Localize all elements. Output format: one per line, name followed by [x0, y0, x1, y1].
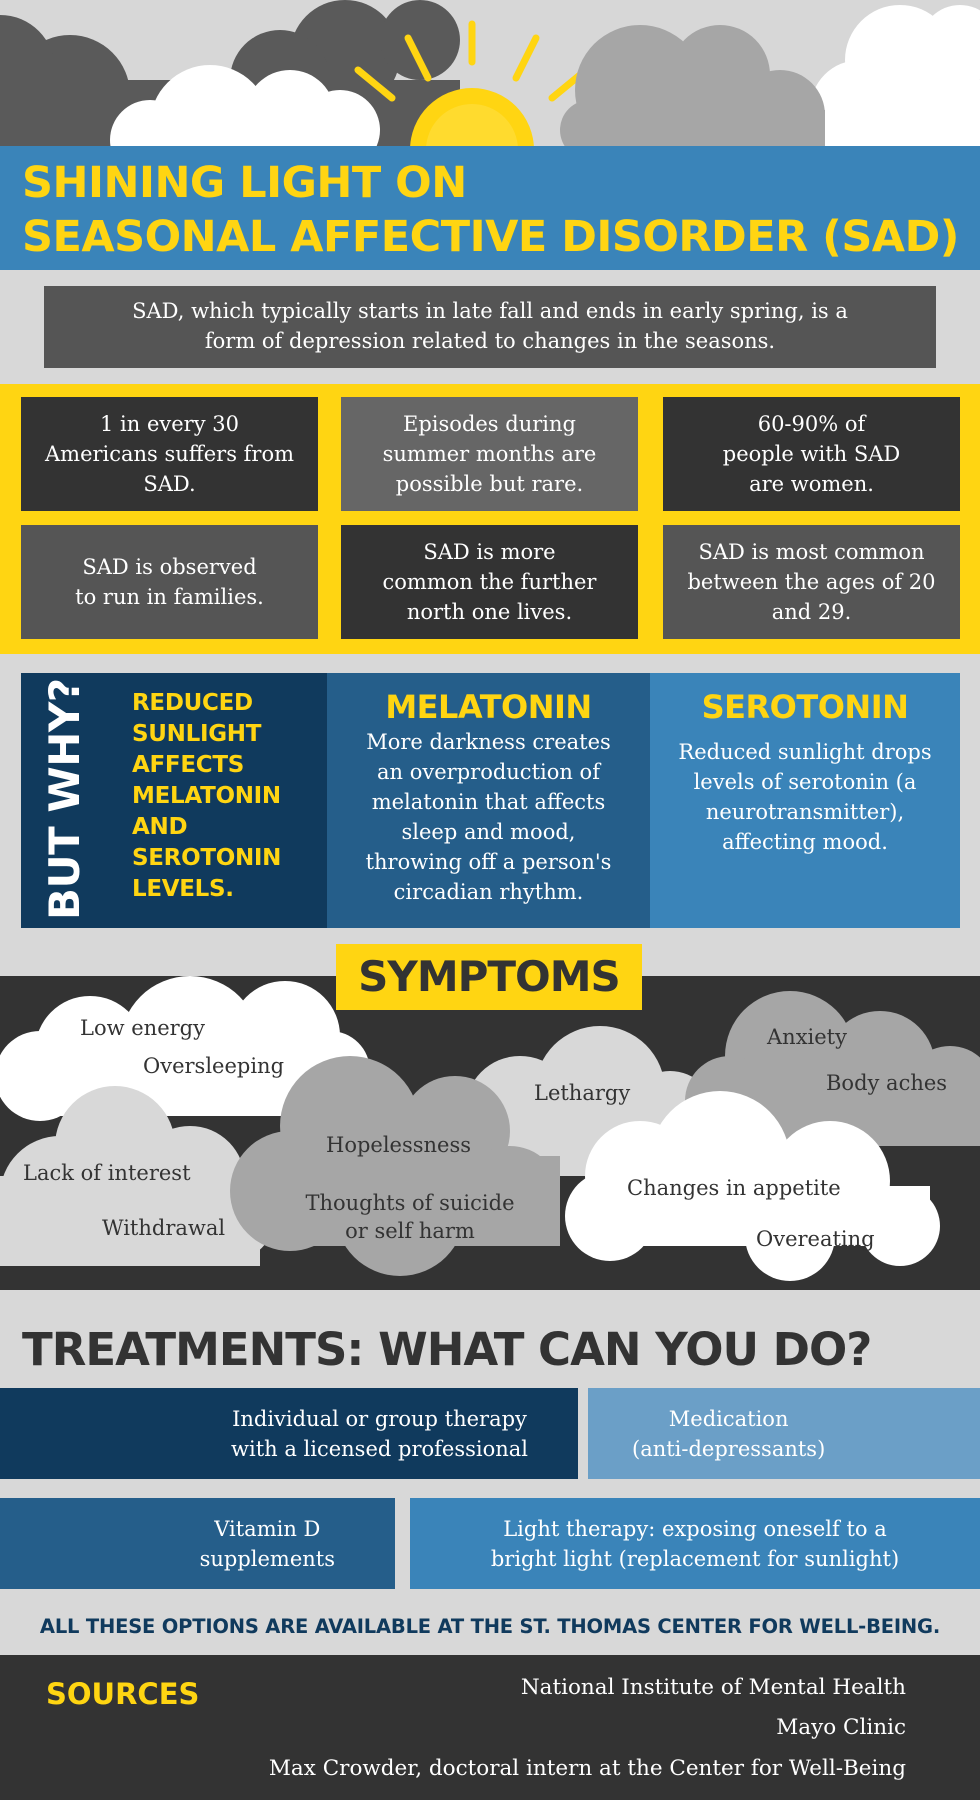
- page-title-line-1: SHINING LIGHT ON: [22, 158, 467, 208]
- intro-line: form of depression related to changes in…: [204, 329, 776, 353]
- treatment-line: bright light (replacement for sunlight): [490, 1546, 900, 1571]
- fact-line: common the further: [382, 570, 597, 594]
- symptom-anxiety: Anxiety: [767, 1025, 847, 1049]
- treatment-therapy: Individual or group therapy with a licen…: [0, 1388, 578, 1479]
- why-summary-line: AND: [132, 814, 188, 840]
- white-cloud-icon: [110, 5, 980, 146]
- melatonin-line: More darkness creates: [366, 730, 611, 754]
- fact-card: 60-90% of people with SAD are women.: [663, 397, 960, 511]
- sun-icon: [354, 20, 590, 146]
- treatment-line: Medication: [668, 1406, 789, 1431]
- fact-line: and 29.: [771, 600, 852, 624]
- melatonin-line: melatonin that affects: [371, 790, 606, 814]
- header-sky: [0, 0, 980, 146]
- source-item: National Institute of Mental Health: [520, 1675, 906, 1700]
- melatonin-line: an overproduction of: [377, 760, 600, 784]
- title-banner: SHINING LIGHT ON SEASONAL AFFECTIVE DISO…: [0, 146, 980, 270]
- fact-line: people with SAD: [722, 442, 901, 466]
- symptoms-heading: SYMPTOMS: [336, 944, 642, 1010]
- treatment-line: Light therapy: exposing oneself to a: [503, 1516, 887, 1541]
- symptom-withdrawal: Withdrawal: [102, 1216, 226, 1240]
- symptom-suicidal-thoughts: Thoughts of suicide or self harm: [295, 1189, 525, 1245]
- fact-line: SAD is more: [423, 540, 556, 564]
- sources-band: [0, 1655, 980, 1800]
- melatonin-body: More darkness creates an overproduction …: [327, 727, 650, 907]
- fact-line: are women.: [749, 472, 874, 496]
- fact-card: SAD is observed to run in families.: [21, 525, 318, 639]
- symptom-appetite-changes: Changes in appetite: [627, 1176, 841, 1200]
- intro-line: SAD, which typically starts in late fall…: [132, 299, 848, 323]
- fact-card: 1 in every 30 Americans suffers from SAD…: [21, 397, 318, 511]
- melatonin-line: circadian rhythm.: [393, 880, 584, 904]
- serotonin-line: neurotransmitter),: [705, 800, 905, 824]
- symptom-oversleeping: Oversleeping: [143, 1054, 285, 1078]
- serotonin-line: Reduced sunlight drops: [678, 740, 932, 764]
- symptom-lethargy: Lethargy: [534, 1081, 631, 1105]
- fact-card: SAD is most common between the ages of 2…: [663, 525, 960, 639]
- serotonin-line: affecting mood.: [722, 830, 888, 854]
- serotonin-panel: SEROTONIN Reduced sunlight drops levels …: [650, 673, 960, 928]
- intro-box: SAD, which typically starts in late fall…: [44, 286, 936, 368]
- why-summary-line: SUNLIGHT: [132, 721, 262, 747]
- why-summary-line: SEROTONIN: [132, 845, 282, 871]
- fact-card: SAD is more common the further north one…: [341, 525, 638, 639]
- fact-line: 1 in every 30: [100, 412, 239, 436]
- treatment-line: (anti-depressants): [632, 1436, 826, 1461]
- fact-line: possible but rare.: [395, 472, 584, 496]
- treatments-heading: TREATMENTS: WHAT CAN YOU DO?: [22, 1323, 872, 1376]
- treatment-light-therapy: Light therapy: exposing oneself to a bri…: [410, 1498, 980, 1589]
- serotonin-body: Reduced sunlight drops levels of seroton…: [650, 737, 960, 857]
- fact-line: summer months are: [382, 442, 597, 466]
- symptoms-band: [0, 976, 980, 1290]
- symptom-line: Thoughts of suicide: [305, 1191, 515, 1215]
- treatment-line: Vitamin D: [214, 1516, 321, 1541]
- symptom-low-energy: Low energy: [80, 1016, 205, 1040]
- page-title-line-2: SEASONAL AFFECTIVE DISORDER (SAD): [22, 212, 959, 262]
- why-summary-line: REDUCED: [132, 690, 253, 716]
- symptom-clouds-illustration: [0, 976, 980, 1281]
- fact-line: north one lives.: [406, 600, 573, 624]
- why-summary-text: REDUCED SUNLIGHT AFFECTS MELATONIN AND S…: [132, 688, 322, 905]
- symptom-lack-of-interest: Lack of interest: [23, 1161, 191, 1185]
- treatment-line: supplements: [199, 1546, 335, 1571]
- symptom-hopelessness: Hopelessness: [326, 1133, 472, 1157]
- symptom-overeating: Overeating: [756, 1227, 875, 1251]
- melatonin-line: throwing off a person's: [365, 850, 612, 874]
- gray-cloud-icon: [560, 25, 825, 146]
- fact-line: 60-90% of: [757, 412, 866, 436]
- fact-line: Episodes during: [403, 412, 576, 436]
- fact-line: SAD is most common: [698, 540, 925, 564]
- melatonin-heading: MELATONIN: [385, 688, 592, 726]
- availability-note: ALL THESE OPTIONS ARE AVAILABLE AT THE S…: [39, 1615, 941, 1638]
- why-summary-line: MELATONIN: [132, 783, 281, 809]
- sources-heading: SOURCES: [46, 1677, 200, 1711]
- why-vertical-label: BUT WHY?: [40, 678, 89, 920]
- fact-line: SAD is observed: [82, 555, 257, 579]
- fact-card: Episodes during summer months are possib…: [341, 397, 638, 511]
- melatonin-line: sleep and mood,: [401, 820, 576, 844]
- symptom-body-aches: Body aches: [826, 1071, 948, 1095]
- sun-and-clouds-illustration: [0, 0, 980, 146]
- treatment-medication: Medication (anti-depressants): [588, 1388, 980, 1479]
- why-summary-line: AFFECTS: [132, 752, 244, 778]
- source-item: Max Crowder, doctoral intern at the Cent…: [268, 1756, 906, 1781]
- why-summary-panel: [21, 673, 327, 928]
- fact-line: between the ages of 20: [687, 570, 936, 594]
- fact-line: SAD.: [143, 472, 196, 496]
- source-item: Mayo Clinic: [776, 1715, 906, 1740]
- treatment-vitamin-d: Vitamin D supplements: [0, 1498, 395, 1589]
- treatment-line: Individual or group therapy: [232, 1406, 527, 1431]
- serotonin-heading: SEROTONIN: [701, 688, 909, 726]
- why-summary-line: LEVELS.: [132, 876, 234, 902]
- fact-line: to run in families.: [75, 585, 264, 609]
- treatment-line: with a licensed professional: [231, 1436, 528, 1461]
- melatonin-panel: MELATONIN More darkness creates an overp…: [327, 673, 650, 928]
- gray-cloud-icon: [230, 1056, 560, 1276]
- serotonin-line: levels of serotonin (a: [693, 770, 917, 794]
- fact-line: Americans suffers from: [44, 442, 295, 466]
- white-cloud-icon: [565, 1091, 940, 1281]
- symptom-line: or self harm: [345, 1219, 475, 1243]
